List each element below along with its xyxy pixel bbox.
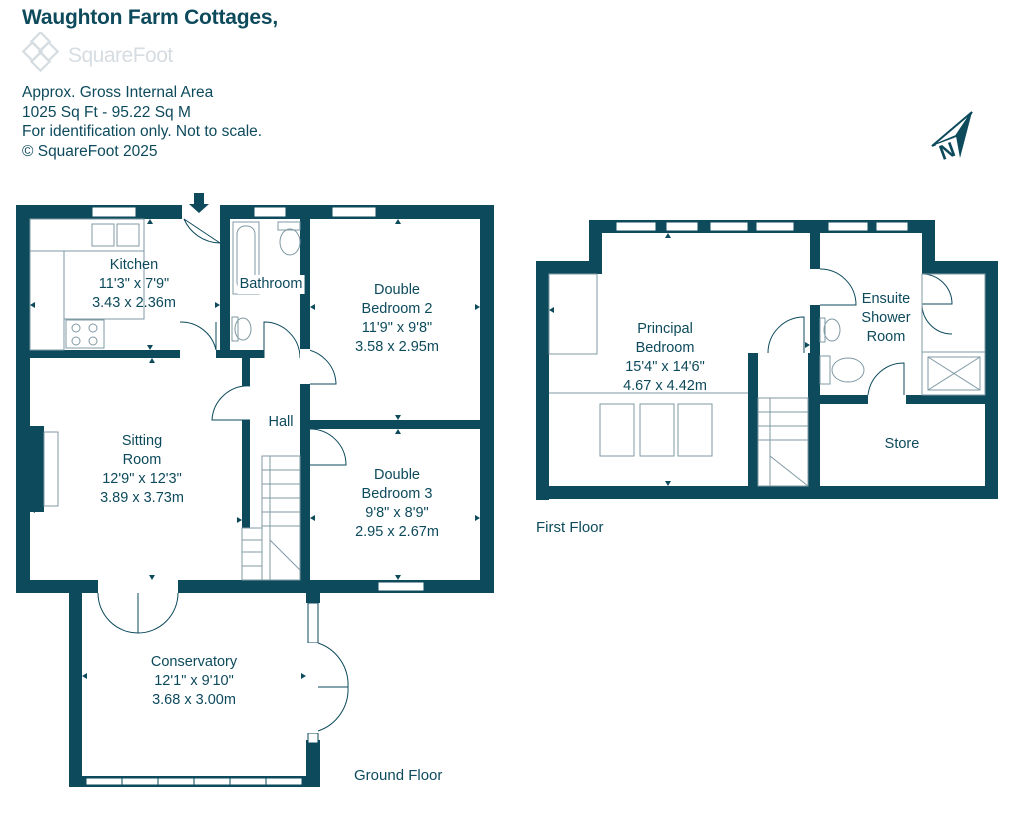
room-kitchen-metric: 3.43 x 2.36m bbox=[92, 295, 176, 311]
room-bedroom-3: Double Bedroom 3 9'8" x 8'9" 2.95 x 2.67… bbox=[355, 466, 439, 542]
room-kitchen-name: Kitchen bbox=[109, 257, 159, 273]
room-hall-name: Hall bbox=[268, 414, 294, 430]
room-ensuite-name-3: Room bbox=[866, 329, 906, 345]
room-conservatory-name: Conservatory bbox=[150, 654, 238, 670]
room-conservatory-metric: 3.68 x 3.00m bbox=[152, 692, 236, 708]
room-bedroom-3-imperial: 9'8" x 8'9" bbox=[365, 505, 429, 521]
room-sitting-room-name-2: Room bbox=[122, 452, 162, 468]
room-principal-bedroom-name-2: Bedroom bbox=[635, 340, 695, 356]
ground-floor-plan bbox=[16, 193, 494, 787]
room-bathroom: Bathroom bbox=[237, 275, 305, 294]
room-principal-bedroom-metric: 4.67 x 4.42m bbox=[623, 378, 707, 394]
room-principal-bedroom: Principal Bedroom 15'4" x 14'6" 4.67 x 4… bbox=[623, 320, 707, 396]
room-sitting-room-name: Sitting bbox=[121, 433, 163, 449]
room-bedroom-3-name-2: Bedroom 3 bbox=[361, 486, 433, 502]
room-bedroom-3-name: Double bbox=[374, 467, 420, 483]
room-kitchen: Kitchen 11'3" x 7'9" 3.43 x 2.36m bbox=[92, 256, 176, 313]
info-line-1: Approx. Gross Internal Area bbox=[22, 84, 214, 101]
room-ensuite-name: Ensuite bbox=[861, 291, 911, 307]
first-floor-label: First Floor bbox=[536, 519, 604, 536]
room-principal-bedroom-imperial: 15'4" x 14'6" bbox=[625, 359, 705, 375]
room-bedroom-2-metric: 3.58 x 2.95m bbox=[355, 339, 439, 355]
room-principal-bedroom-name: Principal bbox=[637, 321, 693, 337]
room-conservatory-imperial: 12'1" x 9'10" bbox=[154, 673, 234, 689]
room-bedroom-3-metric: 2.95 x 2.67m bbox=[355, 524, 439, 540]
room-store: Store bbox=[885, 435, 920, 454]
area-info: Approx. Gross Internal Area 1025 Sq Ft -… bbox=[22, 83, 262, 161]
info-line-3: For identification only. Not to scale. bbox=[22, 123, 263, 140]
room-bedroom-2-imperial: 11'9" x 9'8" bbox=[361, 320, 433, 336]
room-sitting-room: Sitting Room 12'9" x 12'3" 3.89 x 3.73m bbox=[100, 432, 184, 508]
page-title: Waughton Farm Cottages, bbox=[22, 6, 278, 29]
room-bedroom-2-name-2: Bedroom 2 bbox=[361, 301, 433, 317]
room-bedroom-2-name: Double bbox=[374, 282, 420, 298]
room-store-name: Store bbox=[884, 436, 920, 452]
room-conservatory: Conservatory 12'1" x 9'10" 3.68 x 3.00m bbox=[151, 653, 237, 710]
room-ensuite: Ensuite Shower Room bbox=[861, 290, 910, 347]
room-ensuite-name-2: Shower bbox=[861, 310, 911, 326]
room-hall: Hall bbox=[269, 413, 294, 432]
info-line-2: 1025 Sq Ft - 95.22 Sq M bbox=[22, 103, 191, 121]
brand-name: SquareFoot bbox=[68, 44, 173, 67]
info-line-4: © SquareFoot 2025 bbox=[22, 142, 158, 160]
first-floor-plan bbox=[536, 220, 998, 500]
room-bathroom-name: Bathroom bbox=[239, 276, 303, 292]
ground-floor-label: Ground Floor bbox=[354, 767, 443, 784]
room-bedroom-2: Double Bedroom 2 11'9" x 9'8" 3.58 x 2.9… bbox=[355, 281, 439, 357]
room-sitting-room-metric: 3.89 x 3.73m bbox=[100, 490, 184, 506]
room-sitting-room-imperial: 12'9" x 12'3" bbox=[102, 471, 182, 487]
squarefoot-logo-icon bbox=[21, 32, 60, 73]
room-kitchen-imperial: 11'3" x 7'9" bbox=[98, 276, 170, 292]
